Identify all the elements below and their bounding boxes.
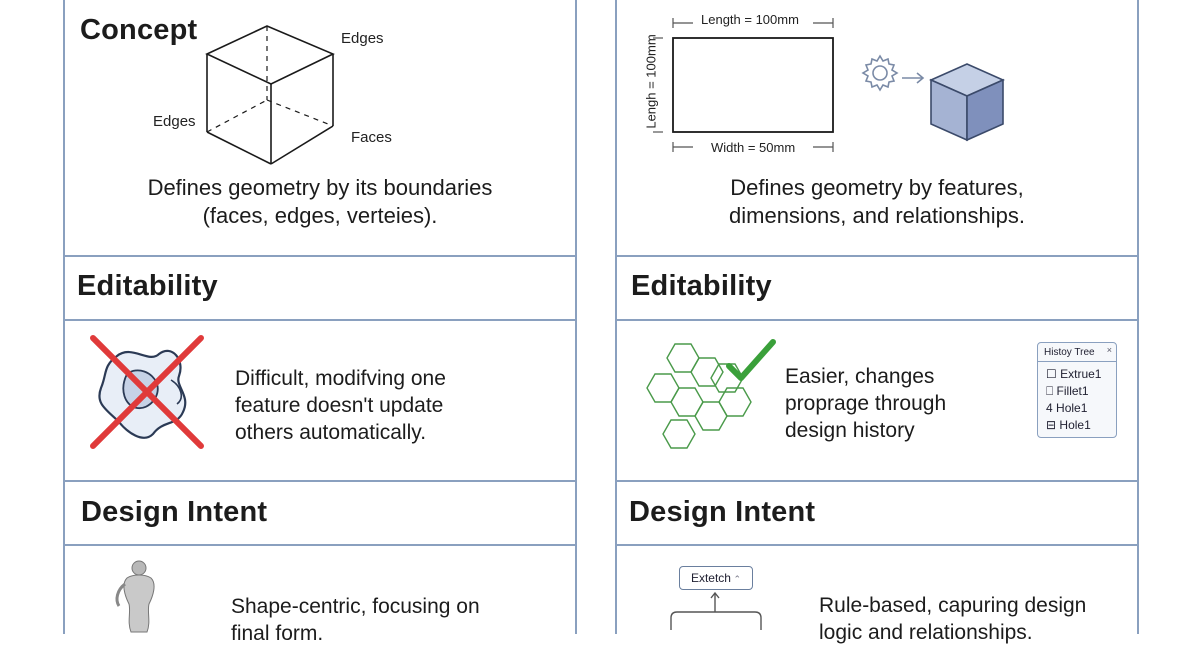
faces-label: Faces bbox=[351, 129, 392, 146]
description-line: (faces, edges, verteies). bbox=[202, 203, 438, 228]
concept-description: Defines geometry by features, dimensions… bbox=[617, 174, 1137, 230]
feature-icon: ⎕ bbox=[1046, 384, 1054, 398]
history-item[interactable]: ⎕ Fillet1 bbox=[1046, 384, 1089, 399]
history-item[interactable]: 4 Hole1 bbox=[1046, 401, 1087, 415]
concept-title: Concept bbox=[80, 14, 198, 46]
right-column: Length = 100mm Lengh = 100mm Width = 50m… bbox=[615, 0, 1139, 644]
feature-icon: 4 bbox=[1046, 401, 1053, 415]
history-item-label: Hole1 bbox=[1056, 401, 1088, 415]
editability-text: Easier, changes proprage through design … bbox=[785, 363, 946, 444]
wireframe-cube-icon bbox=[205, 25, 335, 165]
flow-connector bbox=[670, 591, 762, 630]
editability-title: Editability bbox=[77, 270, 218, 302]
arrow-right-icon bbox=[902, 72, 925, 84]
left-column: Concept Edges Edges Faces Defines geomet… bbox=[63, 0, 577, 645]
close-icon[interactable]: × bbox=[1106, 345, 1112, 355]
divider bbox=[617, 544, 1137, 546]
design-intent-title: Design Intent bbox=[81, 496, 268, 528]
dimensioned-rectangle-sketch bbox=[653, 18, 834, 152]
history-item[interactable]: ⊟ Hole1 bbox=[1046, 418, 1091, 432]
feature-icon: ☐ bbox=[1046, 367, 1057, 381]
deformed-part-crossed-icon bbox=[90, 335, 204, 449]
text-line: Rule-based, capuring design bbox=[819, 594, 1087, 617]
sketch-label: Extetch bbox=[690, 571, 731, 585]
divider bbox=[65, 544, 575, 546]
description-line: Defines geometry by features, bbox=[730, 175, 1024, 200]
text-line: Difficult, modifving one bbox=[235, 367, 446, 390]
sketch-node: Extetch ⌃ bbox=[679, 566, 753, 590]
editability-title: Editability bbox=[631, 270, 772, 302]
design-intent-text: Shape-centric, focusing on final form. bbox=[231, 593, 480, 647]
solid-cube-icon bbox=[929, 63, 1005, 142]
text-line: Shape-centric, focusing on bbox=[231, 595, 480, 618]
divider bbox=[1038, 361, 1116, 362]
divider bbox=[617, 480, 1137, 482]
divider bbox=[65, 480, 575, 482]
history-item-label: Hole1 bbox=[1059, 418, 1091, 432]
description-line: Defines geometry by its boundaries bbox=[147, 175, 493, 200]
design-intent-text: Rule-based, capuring design logic and re… bbox=[819, 592, 1086, 646]
design-intent-title: Design Intent bbox=[629, 496, 816, 528]
divider bbox=[65, 319, 575, 321]
hex-mesh-check-icon bbox=[646, 339, 776, 449]
text-line: design history bbox=[785, 419, 915, 442]
width-dimension: Width = 50mm bbox=[711, 140, 796, 155]
length-dimension: Length = 100mm bbox=[701, 12, 799, 27]
sculpture-figure-icon bbox=[115, 560, 155, 633]
text-line: others automatically. bbox=[235, 421, 427, 444]
history-item-label: Fillet1 bbox=[1056, 384, 1089, 398]
divider bbox=[617, 255, 1137, 257]
editability-text: Difficult, modifving one feature doesn't… bbox=[235, 365, 446, 446]
gear-icon bbox=[861, 54, 899, 92]
text-line: feature doesn't update bbox=[235, 394, 444, 417]
divider bbox=[617, 319, 1137, 321]
description-line: dimensions, and relationships. bbox=[729, 203, 1025, 228]
text-line: final form. bbox=[231, 622, 324, 645]
history-item-label: Extrue1 bbox=[1060, 367, 1102, 381]
feature-icon: ⊟ bbox=[1046, 418, 1057, 432]
edges-label: Edges bbox=[341, 30, 384, 47]
text-line: logic and relationships. bbox=[819, 621, 1033, 644]
text-line: Easier, changes bbox=[785, 365, 935, 388]
history-tree-panel[interactable]: Histoy Tree × ☐ Extrue1 ⎕ Fillet1 4 Hole… bbox=[1037, 342, 1117, 438]
divider bbox=[65, 255, 575, 257]
concept-description: Defines geometry by its boundaries (face… bbox=[65, 174, 575, 230]
edges-label: Edges bbox=[153, 113, 196, 130]
text-line: proprage through bbox=[785, 392, 947, 415]
side-length-dimension: Lengh = 100mm bbox=[643, 34, 659, 129]
history-tree-title: Histoy Tree bbox=[1044, 347, 1095, 358]
history-item[interactable]: ☐ Extrue1 bbox=[1046, 367, 1101, 381]
